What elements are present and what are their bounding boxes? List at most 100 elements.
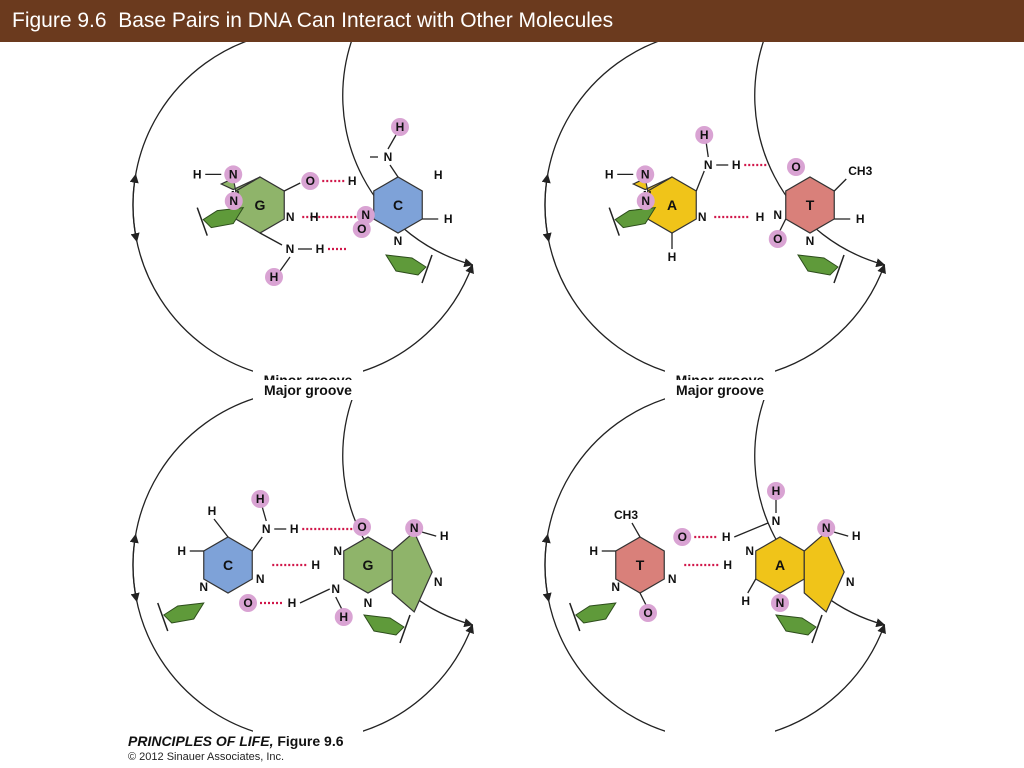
right-o4-bg <box>787 158 805 176</box>
right-h2: H <box>741 594 750 608</box>
sugar-backbone <box>608 206 657 236</box>
hbond-h-bot: H <box>288 596 297 610</box>
bond <box>261 506 267 522</box>
right-h2: H <box>339 610 348 624</box>
sugar-ring <box>797 254 839 276</box>
major-label-bg <box>253 380 363 400</box>
major-groove-arc-right <box>754 395 886 628</box>
left-base-letter: T <box>636 557 645 573</box>
left-h2-bg <box>265 268 283 286</box>
left-n4: N <box>262 522 271 536</box>
sugar-ring <box>202 206 245 229</box>
right-n2: N <box>331 582 340 596</box>
left-o2: O <box>243 596 252 610</box>
right-n3: N <box>776 596 785 610</box>
minor-label-bg <box>665 730 775 732</box>
left-h8: H <box>193 167 202 181</box>
left-n7: N <box>641 167 650 181</box>
left-n1: N <box>199 580 208 594</box>
right-n-five: N <box>434 575 443 589</box>
minor-label-bg <box>253 730 363 732</box>
right-n-top-bg <box>405 519 424 538</box>
minor-groove-arc-right <box>769 623 886 732</box>
figure-number: Figure 9.6 <box>273 733 344 749</box>
bond <box>283 182 301 192</box>
left-n1: N <box>698 210 707 224</box>
bond <box>695 170 705 192</box>
backbone-stub <box>157 602 169 632</box>
hbond-h-mid: H <box>756 210 765 224</box>
right-o2-bg <box>768 230 787 248</box>
left-o6-bg <box>301 172 320 190</box>
base-pair-panel-cg: Major grooveMinor grooveCGNNHNNHNNHHNHHO… <box>129 380 474 732</box>
minor-groove-arc-right <box>353 263 474 375</box>
minor-groove-arc-right <box>765 263 886 375</box>
backbone-stub <box>833 254 845 284</box>
left-base-letter: G <box>255 197 266 213</box>
left-n2: N <box>286 242 295 256</box>
left-o4: O <box>678 530 687 544</box>
right-h2-bg <box>334 608 353 626</box>
sugar-ring <box>162 602 205 624</box>
left-n7-bg <box>224 165 243 184</box>
right-n4: N <box>384 150 393 164</box>
major-groove-arc-right <box>754 42 886 268</box>
base-pair-panel-at: Major grooveMinor grooveATNNHNNNHHHHNNOC… <box>541 42 886 390</box>
right-n3: N <box>364 596 373 610</box>
sugar-ring <box>614 206 657 229</box>
hbond-h-bot: H <box>316 242 325 256</box>
left-h6-bg <box>695 126 714 144</box>
left-n1: N <box>611 580 620 594</box>
left-n3-bg <box>636 192 655 210</box>
right-h4-bg <box>391 118 409 136</box>
sugar-ring <box>385 254 427 276</box>
purine-five-ring <box>803 531 845 613</box>
left-h6: H <box>700 128 709 142</box>
pyrimidine-ring <box>373 176 423 234</box>
left-n6: N <box>704 158 713 172</box>
sugar-backbone <box>157 602 205 632</box>
bond <box>705 142 709 158</box>
sugar-ring <box>363 614 405 636</box>
major-label-bg <box>665 380 775 400</box>
bond <box>387 134 397 150</box>
hbond-h-top: H <box>732 158 741 172</box>
right-h8: H <box>440 529 449 543</box>
base-pair-diagram: Major grooveMinor grooveGCNNHNNOHHNHHNNN… <box>129 42 886 732</box>
left-h2: H <box>270 270 279 284</box>
left-o4-bg <box>673 528 692 546</box>
major-groove-arc-right <box>342 395 474 628</box>
bond <box>833 178 847 192</box>
backbone-stub <box>399 614 411 644</box>
left-h8: H <box>605 167 614 181</box>
minor-groove-arc-right <box>357 623 474 732</box>
title-bar: Figure 9.6 Base Pairs in DNA Can Interac… <box>0 0 1024 42</box>
sugar-backbone <box>569 602 617 632</box>
bond <box>279 256 291 272</box>
right-o2-bg <box>352 220 371 238</box>
left-o2: O <box>643 606 652 620</box>
minor-groove-arc-left <box>129 173 263 375</box>
right-base-letter: C <box>393 197 403 213</box>
left-h4-bg <box>251 490 270 508</box>
backbone-stub <box>196 207 208 236</box>
left-h6: H <box>177 544 186 558</box>
backbone-stub <box>608 207 620 236</box>
left-base-letter: A <box>667 197 677 213</box>
minor-groove-arc-left <box>541 533 671 732</box>
bond <box>639 592 647 606</box>
right-n6: N <box>772 514 781 528</box>
right-n1: N <box>333 544 342 558</box>
right-n-top: N <box>822 521 831 535</box>
right-h6: H <box>444 212 453 226</box>
backbone-stub <box>569 602 581 632</box>
minor-groove-arc-left <box>129 533 259 732</box>
bond <box>299 588 331 604</box>
hbond-h-mid: H <box>311 558 320 572</box>
right-n-top: N <box>410 521 419 535</box>
hbond-h-mid: H <box>310 210 319 224</box>
sugar-backbone <box>363 614 411 644</box>
right-o4: O <box>791 160 800 174</box>
bond <box>251 536 263 552</box>
sugar-backbone <box>196 206 245 236</box>
